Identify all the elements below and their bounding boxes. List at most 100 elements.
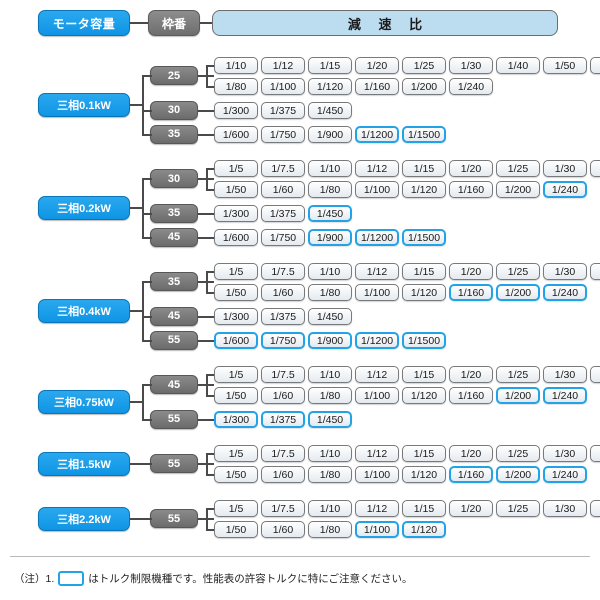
ratio-chip[interactable]: 1/40 <box>496 57 540 74</box>
ratio-chip[interactable]: 1/300 <box>214 205 258 222</box>
frame-number-box[interactable]: 55 <box>150 409 198 429</box>
ratio-chip-highlighted[interactable]: 1/1500 <box>402 332 446 349</box>
ratio-chip[interactable]: 1/60 <box>261 521 305 538</box>
ratio-chip[interactable]: 1/50 <box>214 284 258 301</box>
ratio-chip[interactable]: 1/10 <box>308 500 352 517</box>
ratio-chip[interactable]: 1/40 <box>590 500 600 517</box>
frame-number-box[interactable]: 55 <box>150 330 198 350</box>
ratio-chip[interactable]: 1/7.5 <box>261 445 305 462</box>
ratio-chip[interactable]: 1/7.5 <box>261 500 305 517</box>
ratio-chip[interactable]: 1/5 <box>214 263 258 280</box>
ratio-chip[interactable]: 1/200 <box>402 78 446 95</box>
ratio-chip[interactable]: 1/20 <box>449 500 493 517</box>
ratio-chip[interactable]: 1/15 <box>402 263 446 280</box>
ratio-chip-highlighted[interactable]: 1/600 <box>214 332 258 349</box>
ratio-chip[interactable]: 1/10 <box>308 160 352 177</box>
ratio-chip[interactable]: 1/25 <box>496 500 540 517</box>
ratio-chip[interactable]: 1/30 <box>543 160 587 177</box>
ratio-chip-highlighted[interactable]: 1/160 <box>449 284 493 301</box>
ratio-chip-highlighted[interactable]: 1/120 <box>402 521 446 538</box>
ratio-chip[interactable]: 1/900 <box>308 126 352 143</box>
ratio-chip-highlighted[interactable]: 1/1500 <box>402 229 446 246</box>
ratio-chip[interactable]: 1/40 <box>590 160 600 177</box>
ratio-chip[interactable]: 1/80 <box>214 78 258 95</box>
ratio-chip-highlighted[interactable]: 1/1200 <box>355 229 399 246</box>
ratio-chip[interactable]: 1/12 <box>355 445 399 462</box>
ratio-chip-highlighted[interactable]: 1/240 <box>543 466 587 483</box>
ratio-chip[interactable]: 1/160 <box>355 78 399 95</box>
ratio-chip[interactable]: 1/80 <box>308 387 352 404</box>
frame-number-box[interactable]: 55 <box>150 454 198 473</box>
ratio-chip[interactable]: 1/40 <box>590 263 600 280</box>
motor-capacity-box[interactable]: 三相0.1kW <box>38 93 130 118</box>
ratio-chip-highlighted[interactable]: 1/200 <box>496 466 540 483</box>
ratio-chip[interactable]: 1/80 <box>308 284 352 301</box>
ratio-chip[interactable]: 1/5 <box>214 366 258 383</box>
ratio-chip-highlighted[interactable]: 1/900 <box>308 229 352 246</box>
ratio-chip[interactable]: 1/375 <box>261 102 305 119</box>
ratio-chip[interactable]: 1/15 <box>402 366 446 383</box>
ratio-chip[interactable]: 1/12 <box>355 366 399 383</box>
motor-capacity-box[interactable]: 三相0.2kW <box>38 196 130 221</box>
frame-number-box[interactable]: 35 <box>150 203 198 223</box>
motor-capacity-box[interactable]: 三相0.75kW <box>38 390 130 415</box>
ratio-chip[interactable]: 1/7.5 <box>261 263 305 280</box>
frame-number-box[interactable]: 35 <box>150 272 198 291</box>
ratio-chip[interactable]: 1/5 <box>214 500 258 517</box>
ratio-chip[interactable]: 1/100 <box>355 284 399 301</box>
ratio-chip-highlighted[interactable]: 1/1200 <box>355 126 399 143</box>
ratio-chip-highlighted[interactable]: 1/100 <box>355 521 399 538</box>
ratio-chip[interactable]: 1/50 <box>214 181 258 198</box>
ratio-chip[interactable]: 1/240 <box>449 78 493 95</box>
ratio-chip[interactable]: 1/120 <box>402 284 446 301</box>
ratio-chip[interactable]: 1/30 <box>543 500 587 517</box>
ratio-chip[interactable]: 1/120 <box>402 387 446 404</box>
frame-number-box[interactable]: 45 <box>150 227 198 247</box>
ratio-chip[interactable]: 1/5 <box>214 445 258 462</box>
ratio-chip[interactable]: 1/60 <box>261 181 305 198</box>
ratio-chip[interactable]: 1/80 <box>308 466 352 483</box>
ratio-chip[interactable]: 1/375 <box>261 205 305 222</box>
ratio-chip[interactable]: 1/25 <box>496 366 540 383</box>
ratio-chip[interactable]: 1/600 <box>214 229 258 246</box>
ratio-chip[interactable]: 1/100 <box>355 466 399 483</box>
ratio-chip[interactable]: 1/15 <box>402 500 446 517</box>
ratio-chip[interactable]: 1/12 <box>261 57 305 74</box>
ratio-chip[interactable]: 1/40 <box>590 445 600 462</box>
motor-capacity-box[interactable]: 三相0.4kW <box>38 299 130 324</box>
ratio-chip[interactable]: 1/30 <box>543 445 587 462</box>
ratio-chip[interactable]: 1/120 <box>308 78 352 95</box>
ratio-chip[interactable]: 1/300 <box>214 308 258 325</box>
ratio-chip[interactable]: 1/80 <box>308 521 352 538</box>
ratio-chip[interactable]: 1/450 <box>308 308 352 325</box>
ratio-chip[interactable]: 1/15 <box>308 57 352 74</box>
ratio-chip[interactable]: 1/10 <box>308 445 352 462</box>
ratio-chip-highlighted[interactable]: 1/240 <box>543 181 587 198</box>
ratio-chip-highlighted[interactable]: 1/1200 <box>355 332 399 349</box>
ratio-chip[interactable]: 1/12 <box>355 500 399 517</box>
ratio-chip[interactable]: 1/7.5 <box>261 160 305 177</box>
ratio-chip-highlighted[interactable]: 1/375 <box>261 411 305 428</box>
motor-capacity-box[interactable]: 三相2.2kW <box>38 507 130 531</box>
ratio-chip[interactable]: 1/25 <box>402 57 446 74</box>
ratio-chip[interactable]: 1/100 <box>355 387 399 404</box>
ratio-chip[interactable]: 1/25 <box>496 263 540 280</box>
ratio-chip[interactable]: 1/10 <box>308 366 352 383</box>
ratio-chip[interactable]: 1/50 <box>543 57 587 74</box>
ratio-chip[interactable]: 1/25 <box>496 160 540 177</box>
ratio-chip-highlighted[interactable]: 1/450 <box>308 411 352 428</box>
ratio-chip[interactable]: 1/100 <box>261 78 305 95</box>
ratio-chip[interactable]: 1/50 <box>214 466 258 483</box>
ratio-chip-highlighted[interactable]: 1/900 <box>308 332 352 349</box>
ratio-chip[interactable]: 1/750 <box>261 229 305 246</box>
ratio-chip[interactable]: 1/20 <box>449 160 493 177</box>
ratio-chip-highlighted[interactable]: 1/1500 <box>402 126 446 143</box>
ratio-chip[interactable]: 1/10 <box>214 57 258 74</box>
ratio-chip-highlighted[interactable]: 1/200 <box>496 387 540 404</box>
ratio-chip[interactable]: 1/375 <box>261 308 305 325</box>
ratio-chip[interactable]: 1/40 <box>590 366 600 383</box>
ratio-chip[interactable]: 1/60 <box>261 387 305 404</box>
ratio-chip[interactable]: 1/30 <box>543 366 587 383</box>
ratio-chip[interactable]: 1/20 <box>449 445 493 462</box>
ratio-chip-highlighted[interactable]: 1/300 <box>214 411 258 428</box>
